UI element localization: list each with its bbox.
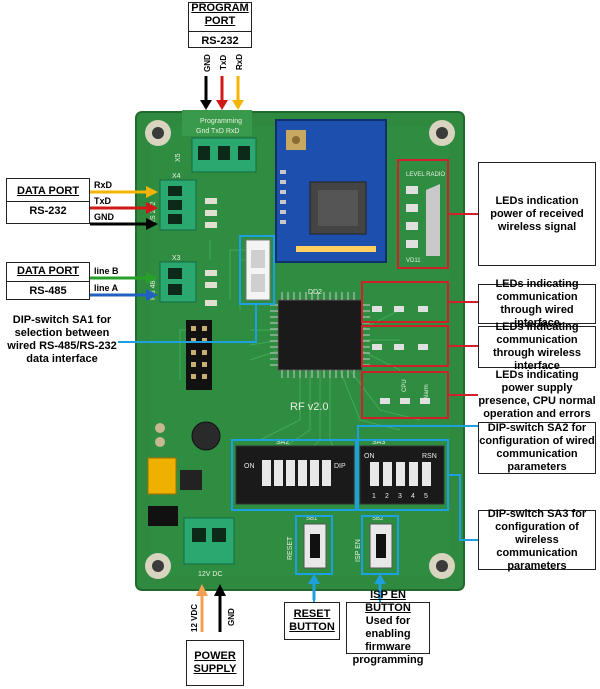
reset-button-text: RESET BUTTON	[289, 608, 335, 633]
arrow-txd-label: TxD	[219, 55, 228, 70]
sa3-num-2: 2	[385, 493, 389, 500]
dip-sa2-text: DIP-switch SA2 for configuration of wire…	[479, 422, 595, 473]
arrow-linea-label: line A	[94, 283, 119, 293]
sa2-board-text: SA2	[276, 439, 289, 446]
label-leds-power: LEDs indicating power supply presence, C…	[478, 369, 596, 420]
arrow-txd-left-label: TxD	[94, 196, 112, 206]
cpu-chip	[270, 292, 370, 378]
dd2-label: DD2	[308, 289, 322, 296]
radio-module	[275, 119, 387, 263]
reset-board-text: RESET	[287, 536, 294, 560]
vd11-text: VD11	[406, 258, 421, 264]
arrow-rxd-left-label: RxD	[94, 180, 113, 190]
isp-button-component	[369, 523, 393, 569]
isp-board-text: ISP EN	[355, 539, 362, 562]
program-port-arrows: GND TxD RxD	[200, 54, 244, 110]
leds-wireless-text: LEDs indicating communication through wi…	[492, 321, 582, 372]
label-leds-wireless: LEDs indicating communication through wi…	[478, 321, 596, 372]
program-port-sub: RS-232	[189, 31, 251, 48]
sa3-dip-numbers: 1 2 3 4 5	[372, 493, 428, 500]
rs485-arrows: line B line A	[90, 266, 158, 301]
cpu-board-text: CPU	[402, 379, 408, 392]
sb2-board-text: SB2	[372, 516, 384, 522]
arrow-gnd-left-label: GND	[94, 212, 115, 222]
sa3-num-5: 5	[424, 493, 428, 500]
level-radio-text: LEVEL RADIO	[406, 172, 445, 178]
reset-button-component	[303, 523, 327, 569]
resistors-left	[205, 198, 217, 306]
program-port-title: PROGRAM PORT	[191, 2, 249, 27]
x3-label: X3	[172, 255, 181, 262]
red-callout-lines	[448, 213, 480, 396]
level-radio-leds	[406, 186, 418, 248]
sa3-board-text: SA3	[372, 439, 385, 446]
alarm-board-text: Alarm	[424, 384, 430, 400]
x4-label: X4	[172, 173, 181, 180]
sa3-dip-block	[359, 445, 445, 505]
isp-title-text: ISP EN BUTTON	[365, 589, 411, 614]
label-isp-button: ISP EN BUTTON Used for enabling firmware…	[346, 589, 430, 666]
mounting-holes	[145, 120, 455, 579]
arrow-lineb-label: line B	[94, 266, 119, 276]
level-radio-wedge	[426, 184, 440, 256]
rf-version-text: RF v2.0	[290, 401, 329, 413]
sa3-num-1: 1	[372, 493, 376, 500]
sa2-dip-text: DIP	[334, 463, 346, 470]
rs232-board-text: RS 232	[150, 202, 157, 225]
sa3-on-text: ON	[364, 453, 375, 460]
sa3-num-4: 4	[411, 493, 415, 500]
button-arrows	[308, 574, 386, 600]
arrow-gnd-label: GND	[203, 54, 212, 72]
label-dip-sa1: DIP-switch SA1 for selection between wir…	[6, 314, 118, 366]
sb1-board-text: SB1	[306, 516, 318, 522]
label-data-port-485: DATA PORT RS-485	[6, 262, 90, 300]
label-data-port-232: DATA PORT RS-232	[6, 178, 90, 224]
rs232-connector	[159, 179, 197, 231]
leds-power-text: LEDs indicating power supply presence, C…	[478, 369, 596, 420]
data-port-232-sub: RS-232	[7, 200, 89, 218]
x5-label: X5	[175, 153, 182, 162]
label-dip-sa3: DIP-switch SA3 for configuration of wire…	[478, 507, 596, 572]
sa2-dip-block	[235, 445, 355, 505]
programming-text: Programming	[200, 118, 242, 125]
rs485-connector	[159, 261, 197, 303]
label-power-supply: POWER SUPPLY	[186, 640, 244, 686]
arrow-rxd-label: RxD	[235, 54, 244, 70]
label-leds-wired: LEDs indicating communication through wi…	[478, 278, 596, 329]
label-dip-sa2: DIP-switch SA2 for configuration of wire…	[478, 422, 596, 474]
sa3-num-3: 3	[398, 493, 402, 500]
isp-desc-text: Used for enabling firmware programming	[352, 615, 424, 666]
arrow-pgnd-label: GND	[227, 608, 236, 626]
sa2-on-text: ON	[244, 463, 255, 470]
data-port-485-sub: RS-485	[7, 280, 89, 298]
sa3-rsn-text: RSN	[422, 453, 437, 460]
label-reset-button: RESET BUTTON	[284, 602, 340, 640]
inductor	[191, 421, 221, 451]
power-arrows: 12 VDC GND	[190, 584, 236, 632]
capacitors	[147, 423, 202, 526]
programming-label-strip	[182, 110, 252, 136]
programming-connector	[191, 137, 257, 173]
power-supply-text: POWER SUPPLY	[193, 650, 237, 675]
v12dc-board-text: 12V DC	[198, 571, 223, 578]
programming-pins-text: Gnd TxD RxD	[196, 128, 239, 135]
dc-connector	[183, 517, 235, 565]
leds-wired-text: LEDs indicating communication through wi…	[495, 278, 579, 329]
label-leds-radio: LEDs indication power of received wirele…	[478, 162, 596, 266]
arrow-12v-label: 12 VDC	[190, 604, 199, 632]
rs232-arrows: RxD TxD GND	[90, 180, 158, 230]
label-program-port: PROGRAM PORT RS-232	[188, 2, 252, 48]
data-port-232-title: DATA PORT	[16, 184, 80, 197]
dip-sa1-text: DIP-switch SA1 for selection between wir…	[7, 314, 117, 365]
pin-header	[186, 320, 212, 390]
comm-leds	[372, 306, 430, 404]
data-port-485-title: DATA PORT	[16, 264, 80, 277]
rs485-board-text: RS 485	[150, 277, 157, 300]
sa1-dip-switch	[245, 239, 271, 301]
leds-radio-text: LEDs indication power of received wirele…	[490, 194, 584, 233]
dip-sa3-text: DIP-switch SA3 for configuration of wire…	[487, 507, 587, 572]
